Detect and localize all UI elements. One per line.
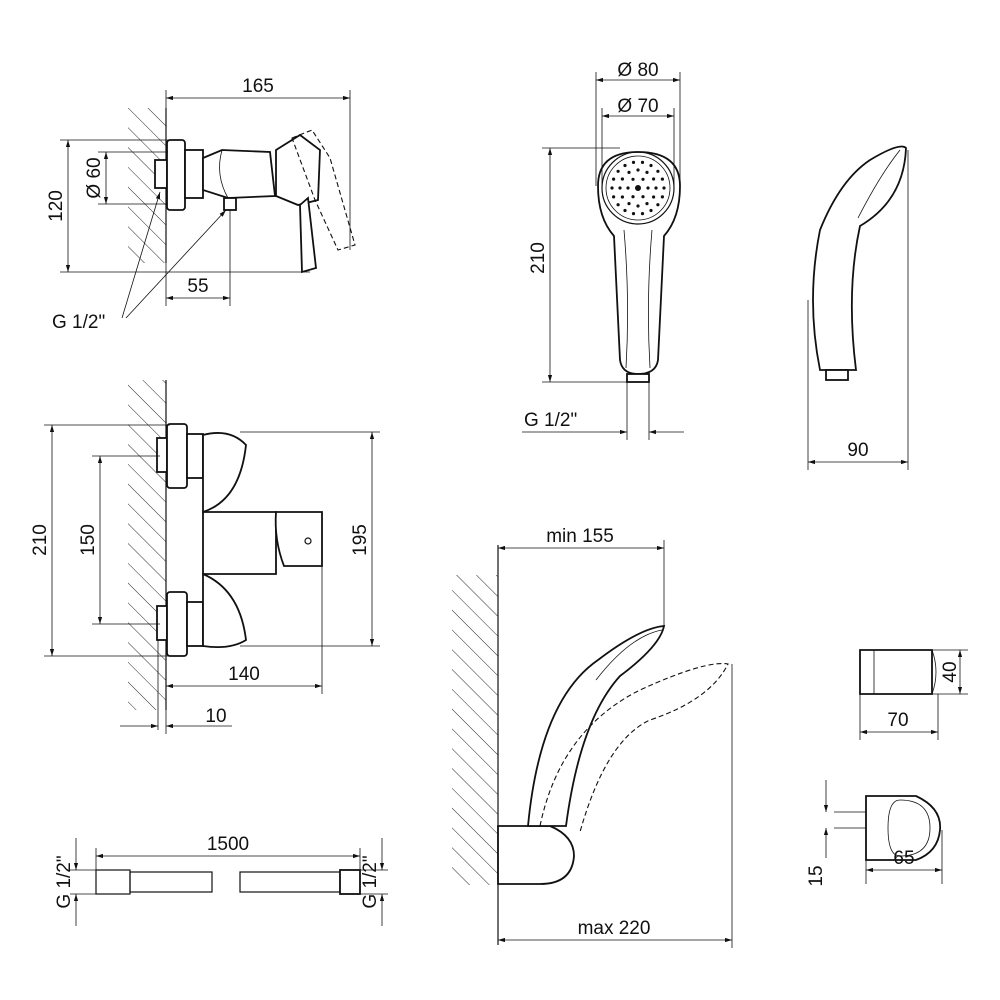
outlet-offset-label: 55 [187,276,208,297]
base-width-label: 65 [893,848,914,869]
hand-shower-side-view: 90 [807,145,909,470]
front-height-label: 210 [30,524,51,556]
bracket-base-view: 15 65 [806,780,943,887]
mixer-top-view: 165 120 Ø 60 55 G 1/2" [46,76,356,333]
hand-shower-front-view: Ø 80 Ø 70 210 G 1/2" [522,60,684,440]
depth-label: 140 [228,664,260,685]
mixer-front-view: 210 150 195 140 10 [30,380,380,734]
mixer-diameter-label: Ø 60 [84,157,105,198]
mixer-thread-label: G 1/2" [52,312,105,333]
max-reach-label: max 220 [578,918,651,939]
hose-length-label: 1500 [207,834,249,855]
offset-label: 10 [205,706,226,727]
inner-diameter-label: Ø 70 [617,96,658,117]
shower-thread-label: G 1/2" [524,410,577,431]
outer-diameter-label: Ø 80 [617,60,658,81]
min-reach-label: min 155 [546,526,614,547]
mixer-width-label: 165 [242,76,274,97]
side-width-label: 90 [847,440,868,461]
mixer-height-label: 120 [46,190,67,222]
hose-thread-right-label: G 1/2" [360,855,381,908]
shower-length-label: 210 [528,242,549,274]
centers-label: 150 [78,524,99,556]
bracket-view: 40 70 [859,649,968,740]
body-height-label: 195 [350,524,371,556]
bracket-height-label: 40 [940,661,961,682]
spray-nozzles [610,160,666,216]
base-height-label: 15 [806,865,827,886]
bracket-width-label: 70 [887,710,908,731]
wall-holder-view: min 155 max 220 [452,526,733,948]
hose-thread-left-label: G 1/2" [54,855,75,908]
hose-view: 1500 G 1/2" G 1/2" [54,834,388,926]
